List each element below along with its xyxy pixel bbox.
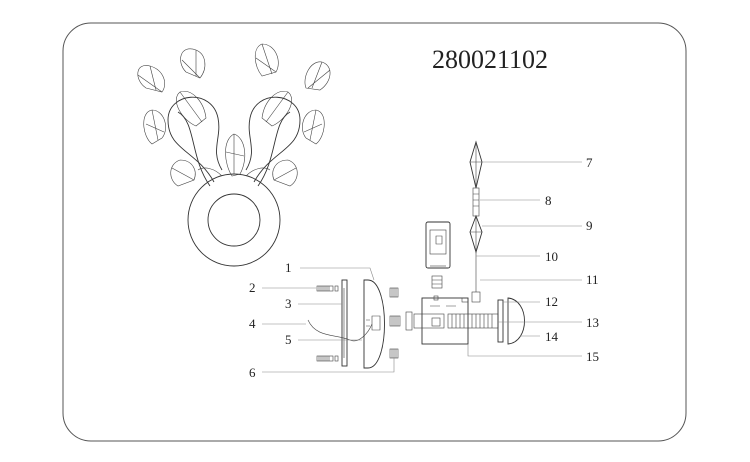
model-number: 280021102	[432, 45, 548, 74]
callout-10: 10	[545, 249, 558, 264]
callout-13: 13	[586, 315, 599, 330]
lamp-illustration	[137, 43, 331, 267]
callout-1: 1	[285, 260, 292, 275]
callout-4: 4	[249, 316, 256, 331]
leader-lines	[262, 161, 582, 373]
callout-5: 5	[285, 332, 292, 347]
callout-numbers: 1 2 3 4 5 6 7 8 9 10 11 12 13 14 15	[249, 155, 599, 380]
callout-7: 7	[586, 155, 593, 170]
callout-14: 14	[545, 329, 559, 344]
callout-9: 9	[586, 218, 593, 233]
callout-2: 2	[249, 280, 256, 295]
callout-6: 6	[249, 365, 256, 380]
callout-8: 8	[545, 193, 552, 208]
callout-3: 3	[285, 296, 292, 311]
callout-11: 11	[586, 272, 599, 287]
callout-15: 15	[586, 349, 599, 364]
drawing-frame	[62, 22, 687, 442]
exploded-parts	[307, 140, 525, 369]
callout-12: 12	[545, 294, 558, 309]
